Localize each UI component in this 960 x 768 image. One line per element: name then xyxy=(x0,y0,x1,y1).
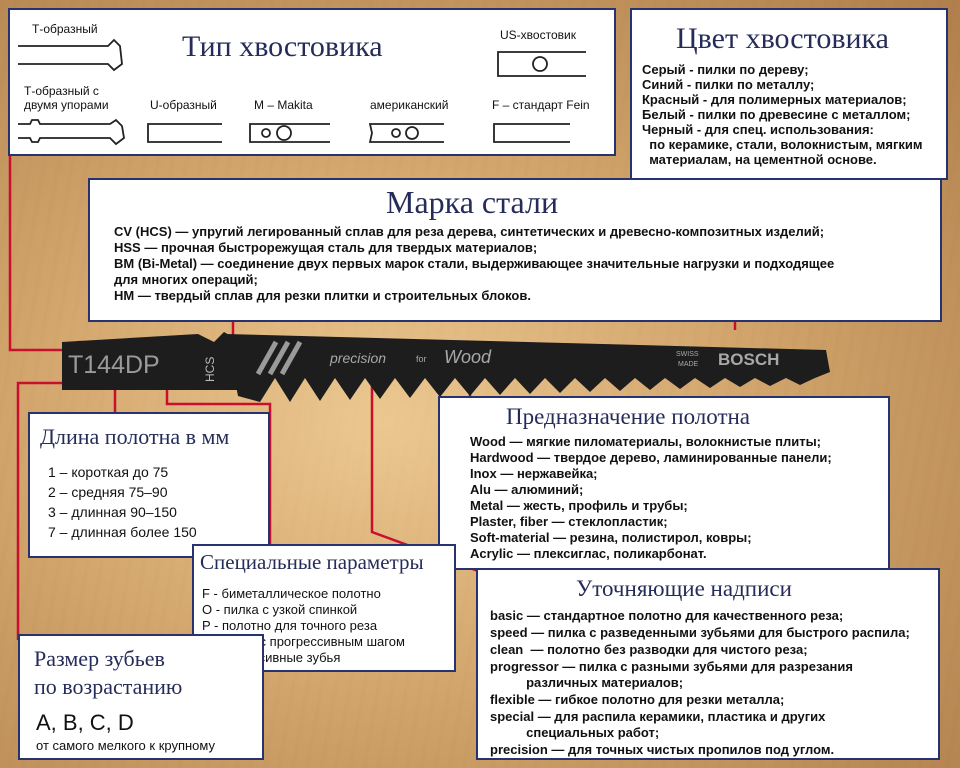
teeth-note: от самого мелкого к крупному xyxy=(36,738,215,753)
purpose-panel: Предназначение полотна Wood — мягкие пил… xyxy=(438,396,890,570)
blade-precision-text: precision xyxy=(329,350,386,366)
shank-u-shape xyxy=(147,123,222,143)
blade-stripe xyxy=(279,340,303,376)
shank-us-hole xyxy=(532,56,548,72)
steel-line-1: CV (HCS) — упругий легированный сплав дл… xyxy=(114,224,825,239)
shank-american-hole-2 xyxy=(405,126,419,140)
refine-line-6: flexible — гибкое полотно для резки мета… xyxy=(490,692,785,707)
shank-u-label: U-образный xyxy=(150,98,217,112)
connector-shank-type xyxy=(8,155,65,352)
shank-american-shape xyxy=(368,123,444,143)
teeth-panel: Размер зубьев по возрастанию A, B, C, D … xyxy=(18,634,264,760)
length-line-4: 7 – длинная более 150 xyxy=(48,524,197,540)
blade-brand: BOSCH xyxy=(718,350,779,369)
steel-line-4: для многих операций; xyxy=(114,272,258,287)
refine-panel: Уточняющие надписи basic — стандартное п… xyxy=(476,568,940,760)
refine-line-7: special — для распила керамики, пластика… xyxy=(490,709,826,724)
steel-line-3: BM (Bi-Metal) — соединение двух первых м… xyxy=(114,256,835,271)
blade-stripe xyxy=(255,340,279,376)
shank-type-title: Тип хвостовика xyxy=(182,30,383,63)
shank-american-label: американский xyxy=(370,98,449,112)
shank-makita-hole-2 xyxy=(276,125,292,141)
purpose-line-3: Inox — нержавейка; xyxy=(470,466,598,481)
steel-line-5: HM — твердый сплав для резки плитки и ст… xyxy=(114,288,531,303)
special-line-2: O - пилка с узкой спинкой xyxy=(202,602,358,617)
refine-line-4: progressor — пилка с разными зубьями для… xyxy=(490,659,853,674)
shank-color-line-5: Черный - для спец. использования: xyxy=(642,122,874,137)
special-line-1: F - биметаллическое полотно xyxy=(202,586,381,601)
shank-color-line-6: по керамике, стали, волокнистым, мягким xyxy=(642,137,923,152)
shank-color-line-7: материалам, на цементной основе. xyxy=(642,152,877,167)
length-line-1: 1 – короткая до 75 xyxy=(48,464,169,480)
purpose-line-1: Wood — мягкие пиломатериалы, волокнистые… xyxy=(470,434,822,449)
blade-wood-text: Wood xyxy=(444,347,492,367)
teeth-letters: A, B, C, D xyxy=(36,710,134,735)
blade-body xyxy=(226,334,830,402)
purpose-title: Предназначение полотна xyxy=(506,404,751,429)
shank-makita-label: M – Makita xyxy=(254,98,313,112)
shank-color-line-1: Серый - пилки по дереву; xyxy=(642,62,809,77)
shank-t-shape xyxy=(18,38,123,72)
teeth-title-2: по возрастанию xyxy=(34,674,183,699)
refine-line-8: специальных работ; xyxy=(490,725,660,740)
shank-color-title: Цвет хвостовика xyxy=(676,22,889,55)
length-line-2: 2 – средняя 75–90 xyxy=(48,484,168,500)
shank-american-hole-1 xyxy=(391,128,401,138)
purpose-line-7: Soft-material — резина, полистирол, ковр… xyxy=(470,530,752,545)
shank-t-stops-shape xyxy=(18,118,125,146)
shank-makita-hole-1 xyxy=(261,128,271,138)
purpose-line-5: Metal — жесть, профиль и трубы; xyxy=(470,498,688,513)
shank-t-label: Т-образный xyxy=(32,22,98,36)
shank-makita-shape xyxy=(249,123,330,143)
shank-color-line-2: Синий - пилки по металлу; xyxy=(642,77,815,92)
blade-made-text: MADE xyxy=(678,361,699,368)
refine-title: Уточняющие надписи xyxy=(576,576,792,601)
blade-for-text: for xyxy=(416,354,427,364)
refine-line-9: precision — для точных чистых пропилов п… xyxy=(490,742,835,757)
shank-shapes xyxy=(18,38,586,146)
refine-line-1: basic — стандартное полотно для качестве… xyxy=(490,608,844,623)
blade-steel-mark: HCS xyxy=(203,357,217,382)
shank-t-stops-label-1: Т-образный с xyxy=(24,84,99,98)
blade-stripe xyxy=(267,340,291,376)
blade-swiss-text: SWISS xyxy=(676,351,699,358)
shank-color-line-4: Белый - пилки по древесине с металлом; xyxy=(642,107,911,122)
shank-us-shape xyxy=(497,51,586,77)
connector-special xyxy=(165,380,272,545)
length-panel: Длина полотна в мм 1 – короткая до 75 2 … xyxy=(28,412,270,558)
length-title: Длина полотна в мм xyxy=(40,424,230,449)
shank-fein-label: F – стандарт Fein xyxy=(492,98,590,112)
purpose-line-4: Alu — алюминий; xyxy=(470,482,584,497)
teeth-title-1: Размер зубьев xyxy=(34,646,165,671)
special-line-3: P - полотно для точного реза xyxy=(202,618,378,633)
refine-line-2: speed — пилка с разведенными зубьями для… xyxy=(490,625,910,640)
refine-line-5: различных материалов; xyxy=(490,675,684,690)
length-line-3: 3 – длинная 90–150 xyxy=(48,504,177,520)
purpose-line-8: Acrylic — плексиглас, поликарбонат. xyxy=(470,546,707,561)
purpose-line-6: Plaster, fiber — стеклопластик; xyxy=(470,514,668,529)
steel-line-2: HSS — прочная быстрорежущая сталь для тв… xyxy=(114,240,538,255)
purpose-line-2: Hardwood — твердое дерево, ламинированны… xyxy=(470,450,832,465)
shank-t-stops-label-2: двумя упорами xyxy=(24,98,109,112)
shank-type-panel: Тип хвостовика Т-образный Т-образный с д… xyxy=(8,8,616,156)
shank-color-panel: Цвет хвостовика Серый - пилки по дереву;… xyxy=(630,8,948,180)
shank-us-label: US-хвостовик xyxy=(500,28,576,42)
shank-fein-shape xyxy=(493,123,570,143)
steel-panel: Марка стали CV (HCS) — упругий легирован… xyxy=(88,178,942,322)
blade-code: T144DP xyxy=(68,351,160,379)
refine-line-3: clean — полотно без разводки для чистого… xyxy=(490,642,808,657)
shank-color-line-3: Красный - для полимерных материалов; xyxy=(642,92,907,107)
special-title: Специальные параметры xyxy=(200,550,424,574)
blade-shank xyxy=(62,332,238,390)
steel-title: Марка стали xyxy=(386,184,559,220)
